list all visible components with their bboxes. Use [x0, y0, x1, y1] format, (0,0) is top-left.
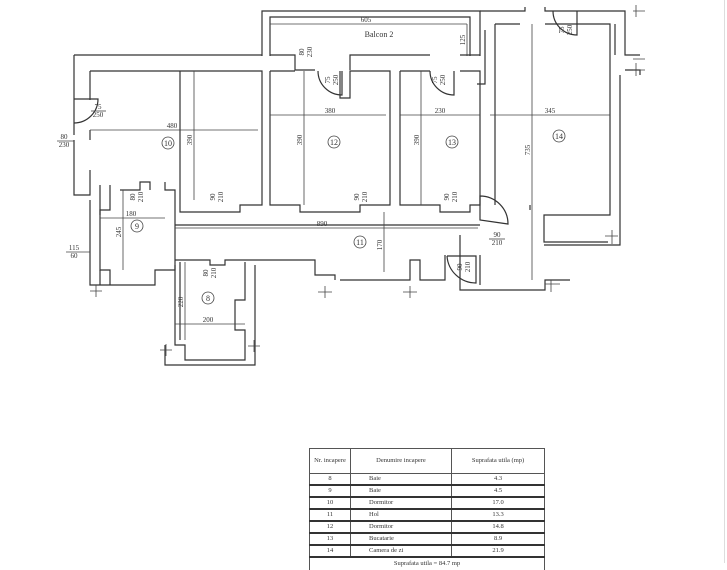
dim-170: 170 — [376, 239, 384, 250]
room-9-marker — [130, 219, 144, 233]
dim-380: 380 — [325, 107, 336, 115]
header-area: Suprafata utila (mp) — [451, 448, 545, 474]
table-row: 14 Camera de zi 21.9 — [309, 544, 545, 558]
svg-text:90: 90 — [494, 231, 502, 239]
dim-220: 220 — [177, 296, 185, 307]
svg-text:60: 60 — [71, 252, 79, 260]
svg-text:115: 115 — [69, 244, 80, 252]
dim-345: 345 — [545, 107, 556, 115]
header-name: Denumire incapere — [350, 448, 452, 474]
room-area-table: Nr. incapere Denumire incapere Suprafata… — [309, 448, 545, 570]
table-row: 11 Hol 13.3 — [309, 508, 545, 522]
dim-390-a: 390 — [186, 134, 194, 145]
room-markers: 8 9 10 11 12 13 14 — [130, 129, 566, 305]
svg-text:90: 90 — [353, 193, 361, 201]
svg-text:75: 75 — [558, 26, 566, 34]
dim-200: 200 — [203, 316, 214, 324]
svg-text:90: 90 — [456, 263, 464, 271]
room-11-marker — [353, 235, 367, 249]
svg-text:90: 90 — [443, 193, 451, 201]
table-row: 13 Bucatarie 8.9 — [309, 532, 545, 546]
svg-text:75: 75 — [324, 76, 332, 84]
dim-605: 605 — [361, 16, 372, 24]
table-row: 12 Dormitor 14.8 — [309, 520, 545, 534]
svg-text:80: 80 — [298, 48, 306, 56]
svg-text:13: 13 — [448, 138, 456, 147]
svg-text:80: 80 — [129, 193, 137, 201]
balcony: 605 Balcon 2 125 — [261, 10, 481, 56]
svg-text:250: 250 — [93, 111, 104, 119]
room-12-marker — [327, 135, 341, 149]
svg-text:80: 80 — [61, 133, 69, 141]
header-nr: Nr. incapere — [309, 448, 351, 474]
svg-text:10: 10 — [164, 139, 172, 148]
balcony-label: Balcon 2 — [365, 30, 394, 39]
svg-text:250: 250 — [439, 74, 447, 85]
svg-text:75: 75 — [431, 76, 439, 84]
page-edge — [724, 0, 725, 563]
room-10-marker — [161, 136, 175, 150]
svg-text:14: 14 — [555, 132, 563, 141]
dim-125: 125 — [459, 34, 467, 45]
dim-390-b: 390 — [296, 134, 304, 145]
svg-text:210: 210 — [137, 191, 145, 202]
dim-245: 245 — [115, 226, 123, 237]
svg-text:230: 230 — [59, 141, 70, 149]
svg-text:12: 12 — [330, 138, 338, 147]
table-row: 9 Baie 4.5 — [309, 484, 545, 498]
svg-text:210: 210 — [464, 261, 472, 272]
svg-text:80: 80 — [202, 269, 210, 277]
room-14-marker — [552, 129, 566, 143]
svg-text:210: 210 — [492, 239, 503, 247]
svg-text:11: 11 — [356, 238, 364, 247]
svg-text:210: 210 — [217, 191, 225, 202]
table-row: 8 Baie 4.3 — [309, 473, 545, 486]
floor-plan: 605 Balcon 2 125 — [57, 5, 645, 366]
break-marks — [90, 5, 645, 356]
dim-390-c: 390 — [413, 134, 421, 145]
total-area: Suprafata utila = 84.7 mp — [309, 556, 545, 570]
door-swings — [73, 10, 578, 284]
svg-text:90: 90 — [209, 193, 217, 201]
svg-text:75: 75 — [95, 103, 103, 111]
svg-text:210: 210 — [451, 191, 459, 202]
svg-text:210: 210 — [210, 267, 218, 278]
svg-text:8: 8 — [206, 294, 210, 303]
dim-180: 180 — [126, 210, 137, 218]
opening-labels: 75 250 80 230 115 60 80 230 75 250 75 25… — [57, 24, 574, 278]
outer-walls — [73, 7, 641, 366]
table-row: 10 Dormitor 17.0 — [309, 496, 545, 510]
dim-480: 480 — [167, 122, 178, 130]
dim-890: 890 — [317, 220, 328, 228]
svg-text:210: 210 — [361, 191, 369, 202]
svg-text:9: 9 — [135, 222, 139, 231]
dimension-lines: 480 390 380 390 230 390 345 735 180 245 … — [90, 24, 610, 340]
room-8-marker — [201, 291, 215, 305]
dim-230: 230 — [435, 107, 446, 115]
svg-text:250: 250 — [332, 74, 340, 85]
svg-text:250: 250 — [566, 24, 574, 35]
svg-text:230: 230 — [306, 46, 314, 57]
dim-735: 735 — [524, 144, 532, 155]
room-13-marker — [445, 135, 459, 149]
